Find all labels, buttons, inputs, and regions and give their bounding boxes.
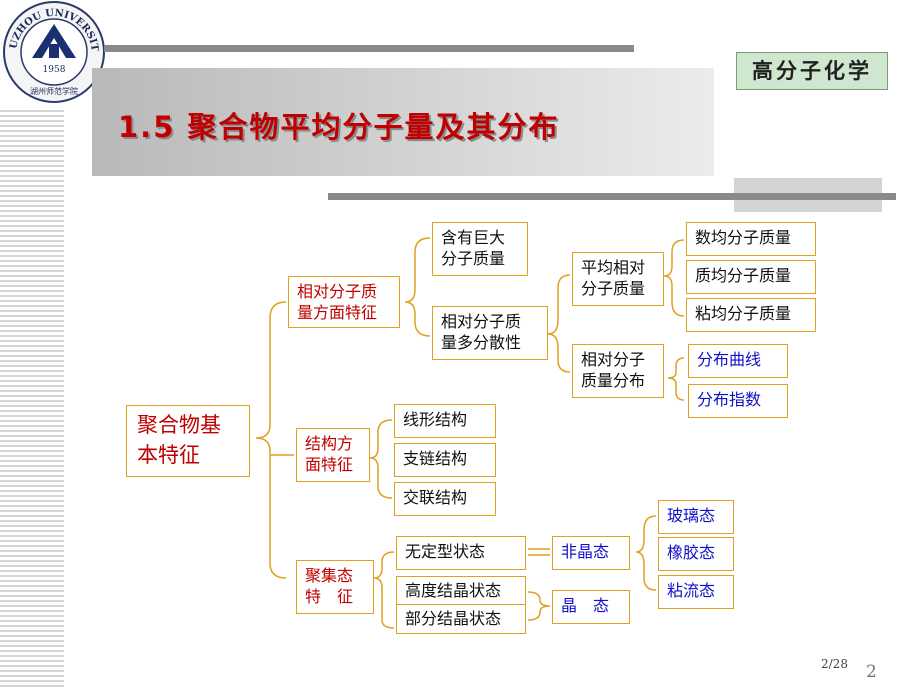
bottom-divider-bar [328, 193, 896, 200]
node-glassy-state: 玻璃态 [658, 500, 734, 534]
logo-chinese-name: 湖州师范学院 [30, 86, 78, 96]
node-mw-features-line-2: 量方面特征 [297, 303, 378, 322]
course-label: 高分子化学 [736, 52, 888, 90]
node-aggregation-features-line-2: 特 征 [305, 587, 354, 606]
root-line-2: 本特征 [137, 443, 200, 467]
node-linear-structure: 线形结构 [394, 404, 496, 438]
slide-number: 2 [866, 662, 877, 682]
node-crystalline-state: 晶 态 [552, 590, 630, 624]
node-polydispersity-line-1: 相对分子质 [441, 312, 522, 331]
node-polydispersity-line-2: 量多分散性 [441, 333, 522, 352]
node-branched-structure: 支链结构 [394, 443, 496, 477]
node-highly-crystalline: 高度结晶状态 [396, 576, 526, 606]
node-non-crystalline: 非晶态 [552, 536, 630, 570]
node-aggregation-features-line-1: 聚集态 [305, 566, 354, 585]
university-logo: HUZHOU UNIVERSITY 1958 湖州师范学院 [0, 0, 106, 104]
node-rubbery-state: 橡胶态 [658, 537, 734, 571]
node-mw-distribution: 相对分子 质量分布 [572, 344, 664, 398]
node-structure-features-line-2: 面特征 [305, 455, 354, 474]
node-mw-features: 相对分子质 量方面特征 [288, 276, 400, 328]
node-aggregation-features: 聚集态 特 征 [296, 560, 374, 614]
node-distribution-curve: 分布曲线 [688, 344, 788, 378]
node-polydispersity: 相对分子质 量多分散性 [432, 306, 548, 360]
node-average-mw-line-1: 平均相对 [581, 258, 646, 277]
node-viscous-flow-state: 粘流态 [658, 575, 734, 609]
striped-side-decoration [0, 110, 64, 690]
node-structure-features-line-1: 结构方 [305, 434, 354, 453]
page-indicator: 2/28 [821, 657, 848, 671]
node-crosslinked-structure: 交联结构 [394, 482, 496, 516]
node-mw-features-line-1: 相对分子质 [297, 282, 378, 301]
title-banner [92, 68, 714, 176]
node-partially-crystalline: 部分结晶状态 [396, 604, 526, 634]
node-amorphous-state: 无定型状态 [396, 536, 526, 570]
root-line-1: 聚合物基 [137, 413, 221, 437]
node-mw-distribution-line-2: 质量分布 [581, 371, 646, 390]
node-large-mw-line-1: 含有巨大 [441, 228, 506, 247]
node-large-mw-line-2: 分子质量 [441, 249, 506, 268]
node-weight-average: 质均分子质量 [686, 260, 816, 294]
node-mw-distribution-line-1: 相对分子 [581, 350, 646, 369]
node-structure-features: 结构方 面特征 [296, 428, 370, 482]
root-node: 聚合物基 本特征 [126, 405, 250, 477]
page-title: 1.5 聚合物平均分子量及其分布 [118, 110, 560, 144]
node-viscosity-average: 粘均分子质量 [686, 298, 816, 332]
top-divider-bar [104, 45, 634, 52]
node-distribution-index: 分布指数 [688, 384, 788, 418]
node-average-mw-line-2: 分子质量 [581, 279, 646, 298]
node-average-mw: 平均相对 分子质量 [572, 252, 664, 306]
node-large-mw: 含有巨大 分子质量 [432, 222, 528, 276]
logo-year: 1958 [43, 65, 66, 75]
node-number-average: 数均分子质量 [686, 222, 816, 256]
